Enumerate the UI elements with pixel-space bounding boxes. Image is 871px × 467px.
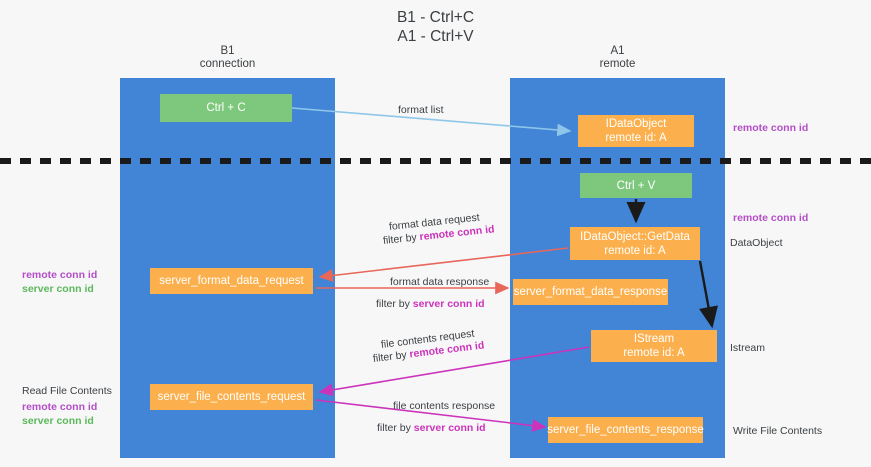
annotation-write-file-contents: Write File Contents xyxy=(733,425,823,437)
annotation-remote-conn-id-left-2: remote conn id xyxy=(22,401,98,413)
annotation-remote-conn-id-left: remote conn id xyxy=(22,269,98,281)
annotation-left-conn-ids-2: remote conn id server conn id xyxy=(22,400,97,428)
filter-prefix: filter by xyxy=(382,231,421,247)
node-server-file-contents-request[interactable]: server_file_contents_request xyxy=(150,384,313,410)
edge-label-file-contents-response: file contents response xyxy=(393,400,496,412)
annotation-server-conn-id-left: server conn id xyxy=(22,283,94,295)
node-ctrl-v[interactable]: Ctrl + V xyxy=(580,173,692,198)
annotation-left-conn-ids: remote conn id server conn id xyxy=(22,268,97,296)
edge-file-contents-request xyxy=(318,346,590,397)
node-server-format-data-request[interactable]: server_format_data_request xyxy=(150,268,313,294)
edge-label-file-contents-response-filter: filter by server conn id xyxy=(377,421,486,435)
node-server-file-contents-response[interactable]: server_file_contents_response xyxy=(547,417,704,443)
diagram-title: B1 - Ctrl+C A1 - Ctrl+V xyxy=(396,9,475,45)
node-istream[interactable]: IStream remote id: A xyxy=(591,330,717,362)
edge-label-format-list: format list xyxy=(398,104,444,116)
node-idataobject[interactable]: IDataObject remote id: A xyxy=(578,115,694,147)
edge-format-data-request xyxy=(318,247,569,282)
node-server-format-data-response[interactable]: server_format_data_response xyxy=(513,279,668,305)
annotation-dataobject: DataObject xyxy=(730,237,783,249)
edge-getdata-to-istream xyxy=(698,260,718,329)
filter-key-server-conn-id-2: server conn id xyxy=(413,422,486,434)
edge-label-format-data-response-filter: filter by server conn id xyxy=(376,297,485,311)
column-header-b1: B1 connection xyxy=(199,45,256,70)
filter-prefix: filter by xyxy=(377,422,414,434)
annotation-istream: Istream xyxy=(730,342,766,354)
node-idataobject-getdata[interactable]: IDataObject::GetData remote id: A xyxy=(570,227,700,260)
annotation-server-conn-id-left-2: server conn id xyxy=(22,415,94,427)
edge-file-contents-response xyxy=(315,399,547,432)
annotation-remote-conn-id-top: remote conn id xyxy=(733,122,809,134)
filter-key-server-conn-id: server conn id xyxy=(412,298,485,310)
edge-format-list xyxy=(291,107,572,137)
column-header-a1: A1 remote xyxy=(599,45,636,70)
node-ctrl-c[interactable]: Ctrl + C xyxy=(160,94,292,122)
annotation-remote-conn-id-mid: remote conn id xyxy=(733,212,809,224)
annotation-read-file-contents: Read File Contents xyxy=(22,385,112,397)
edge-label-format-data-response: format data response xyxy=(390,276,490,288)
filter-prefix: filter by xyxy=(376,298,413,310)
